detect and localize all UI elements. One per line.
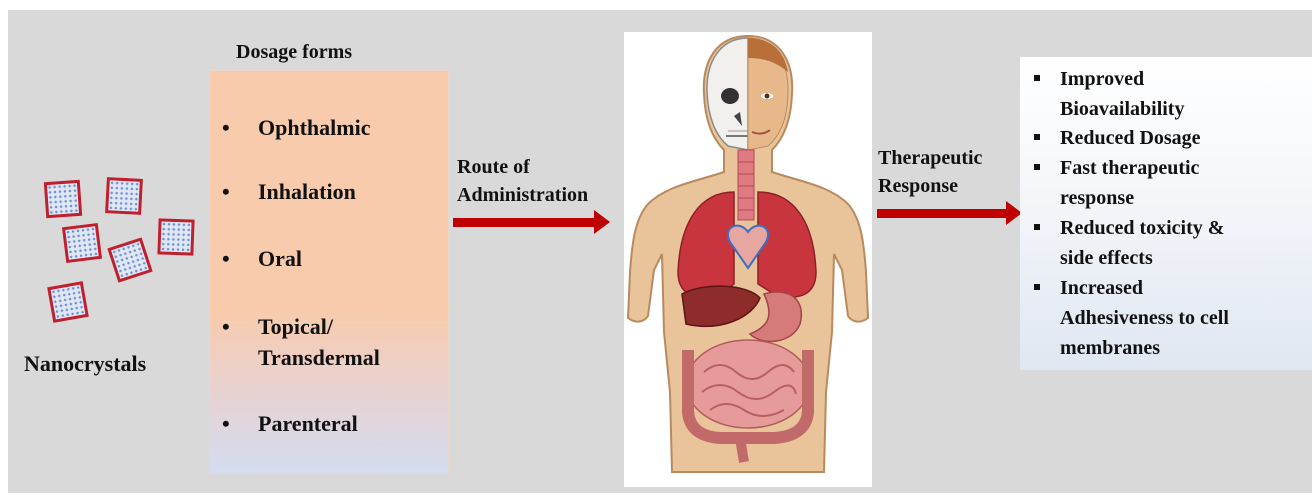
nanocrystals-label: Nanocrystals [24, 351, 146, 377]
route-arrow-shaft [453, 218, 595, 227]
dosage-item-label: Inhalation [258, 176, 356, 207]
dosage-item-label: Topical/ Transdermal [258, 311, 380, 373]
square-bullet-icon [1034, 224, 1040, 230]
response-box: Improved Bioavailability Reduced Dosage … [1020, 57, 1312, 370]
response-item: Reduced toxicity & side effects [1034, 213, 1224, 273]
body-illustration-panel [624, 32, 872, 487]
response-item: Improved Bioavailability [1034, 64, 1184, 124]
square-bullet-icon [1034, 75, 1040, 81]
square-bullet-icon [1034, 134, 1040, 140]
dosage-item-topical: •Topical/ Transdermal [222, 311, 380, 373]
nanocrystal-icon [47, 281, 89, 323]
dosage-item-label: Oral [258, 243, 302, 274]
therapeutic-response-label: Therapeutic Response [878, 144, 982, 200]
nanocrystal-icon [62, 223, 102, 263]
human-anatomy-illustration-icon [624, 32, 872, 487]
dosage-item-oral: •Oral [222, 243, 302, 274]
dosage-item-label: Ophthalmic [258, 112, 370, 143]
square-bullet-icon [1034, 284, 1040, 290]
square-bullet-icon [1034, 164, 1040, 170]
nanocrystal-icon [157, 218, 194, 255]
dosage-item-ophthalmic: •Ophthalmic [222, 112, 370, 143]
dosage-item-label: Parenteral [258, 408, 358, 439]
dosage-forms-box: •Ophthalmic •Inhalation •Oral •Topical/ … [209, 70, 449, 474]
response-item: Reduced Dosage [1034, 123, 1201, 153]
response-item: Fast therapeutic response [1034, 153, 1199, 213]
route-label: Route of Administration [457, 153, 588, 209]
nanocrystal-icon [105, 177, 143, 215]
route-arrow-icon [594, 210, 610, 234]
therapeutic-arrow-shaft [877, 209, 1007, 218]
dosage-item-parenteral: •Parenteral [222, 408, 358, 439]
dosage-item-inhalation: •Inhalation [222, 176, 356, 207]
dosage-forms-title: Dosage forms [236, 41, 352, 64]
nanocrystal-icon [44, 180, 82, 218]
response-item: Increased Adhesiveness to cell membranes [1034, 273, 1229, 363]
